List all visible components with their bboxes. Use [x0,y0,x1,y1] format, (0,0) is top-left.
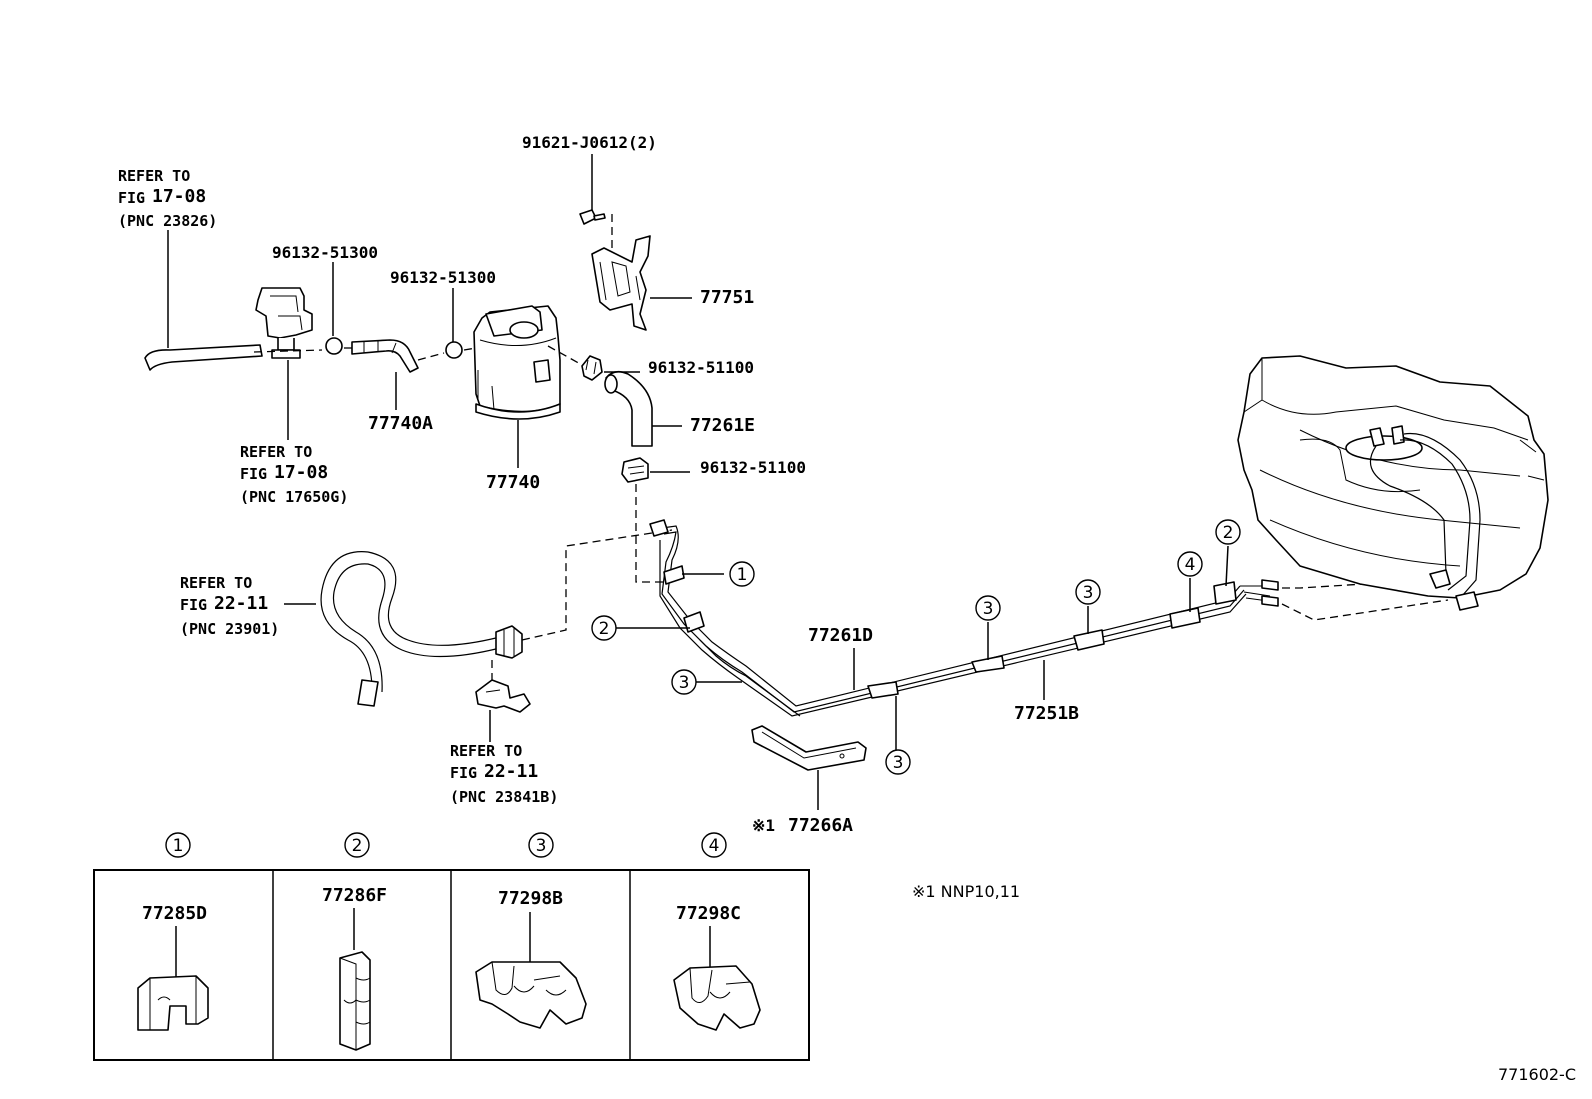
legend-part-77286f: 77286F [322,885,387,906]
clip-77298b [475,961,587,1029]
clip-4-on-tube [1169,607,1201,629]
callout-3-bottom: 3 [885,749,911,775]
label-clamp-d: 96132-51100 [700,458,806,477]
clip-1-on-tube [663,565,685,585]
tube-protector-77266a [751,725,867,771]
svg-text:(PNC 23901): (PNC 23901) [180,620,279,638]
label-hose-77740a: 77740A [368,413,433,434]
callout-3-right: 3 [1075,579,1101,605]
legend-callout-1: 1 [165,832,191,858]
callout-3-left: 3 [671,669,697,695]
bolt [579,209,606,225]
svg-text:3: 3 [679,673,690,693]
charcoal-canister [473,305,561,420]
clip-77285d [137,975,209,1031]
clip-3a-on-tube [867,681,899,699]
clip-legend: 1 2 3 4 77285D 77286F 77298B [93,832,810,1061]
svg-text:1: 1 [737,565,748,585]
clip-3c-on-tube [1073,629,1105,651]
label-clamp-a: 96132-51300 [272,243,378,262]
ref-label-22-11-23901: REFER TO FIG 22-11 (PNC 23901) [180,574,279,638]
svg-text:FIG: FIG [180,596,207,614]
legend-part-77298c: 77298C [676,903,741,924]
hose-77740a [351,339,419,373]
clip-3b-on-tube [971,655,1005,673]
svg-text:1: 1 [173,836,184,856]
label-protector-mark: ※1 [752,816,775,835]
svg-text:(PNC 23826): (PNC 23826) [118,212,217,230]
callout-1: 1 [729,561,755,587]
label-bolt: 91621-J0612(2) [522,133,657,152]
svg-text:17-08: 17-08 [274,462,328,483]
vsv-hose [144,344,263,371]
clamp-c [581,355,603,381]
ref-label-17-08-23826: REFER TO FIG 17-08 (PNC 23826) [118,167,217,230]
callout-3-mid: 3 [975,595,1001,621]
label-tube-77261d: 77261D [808,625,873,646]
label-clamp-c: 96132-51100 [648,358,754,377]
svg-text:22-11: 22-11 [484,761,538,782]
svg-text:3: 3 [1083,583,1094,603]
legend-callout-2: 2 [344,832,370,858]
clamp-a [325,337,343,355]
label-canister-77740: 77740 [486,472,540,493]
callout-2-right: 2 [1215,519,1241,545]
figure-code: 771602-C [1498,1065,1576,1084]
legend-callout-3: 3 [528,832,554,858]
vsv-valve [255,287,313,359]
svg-text:2: 2 [1223,523,1234,543]
svg-text:17-08: 17-08 [152,186,206,207]
svg-text:3: 3 [893,753,904,773]
clamp-b [445,341,463,359]
legend-part-77298b: 77298B [498,888,563,909]
clip-77286f [339,951,371,1051]
label-hose-77261e: 77261E [690,415,755,436]
legend-part-77285d: 77285D [142,903,207,924]
label-clamp-b: 96132-51300 [390,268,496,287]
svg-text:FIG: FIG [118,189,145,207]
clip-2b-on-tube [1213,581,1237,605]
svg-text:REFER TO: REFER TO [240,443,312,461]
hose-77261e [604,370,653,447]
svg-text:4: 4 [709,836,720,856]
label-protector-77266a: 77266A [788,815,853,836]
callout-2: 2 [591,615,617,641]
svg-text:22-11: 22-11 [214,593,268,614]
svg-text:(PNC 17650G): (PNC 17650G) [240,488,348,506]
clamp-d [621,457,649,483]
label-tube-77251b: 77251B [1014,703,1079,724]
svg-text:FIG: FIG [450,764,477,782]
fuel-breather-hose [320,551,523,707]
svg-text:2: 2 [599,619,610,639]
svg-text:2: 2 [352,836,363,856]
clip-77298c [673,965,761,1031]
callout-4: 4 [1177,551,1203,577]
hose-clamp-bracket [475,679,531,713]
svg-text:FIG: FIG [240,465,267,483]
svg-text:3: 3 [536,836,547,856]
svg-text:REFER TO: REFER TO [118,167,190,185]
clip-2-on-tube [683,611,705,633]
label-bracket-77751: 77751 [700,287,754,308]
svg-text:REFER TO: REFER TO [450,742,522,760]
fuel-tank [1237,355,1549,611]
svg-text:3: 3 [983,599,994,619]
svg-text:(PNC 23841B): (PNC 23841B) [450,788,558,806]
ref-label-17-08-17650g: REFER TO FIG 17-08 (PNC 17650G) [240,443,348,506]
legend-callout-4: 4 [701,832,727,858]
ref-label-22-11-23841b: REFER TO FIG 22-11 (PNC 23841B) [450,742,558,806]
bracket-77751 [591,235,651,331]
footnote: ※1 NNP10,11 [912,882,1020,901]
fuel-tube-assembly [649,519,1279,717]
svg-text:4: 4 [1185,555,1196,575]
svg-text:REFER TO: REFER TO [180,574,252,592]
